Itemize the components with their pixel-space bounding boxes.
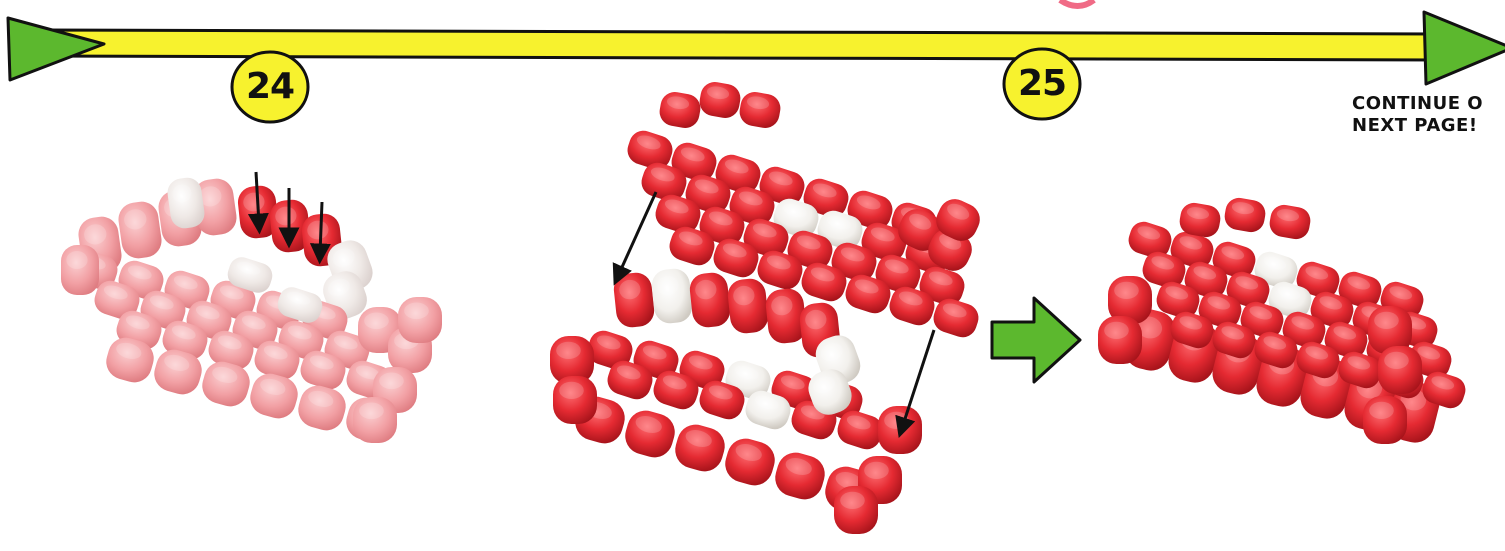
foam-piece bbox=[1363, 396, 1407, 444]
foam-piece bbox=[878, 406, 922, 454]
decorative-fragment bbox=[1060, 0, 1094, 6]
foam-piece bbox=[116, 199, 163, 260]
foam-piece bbox=[294, 381, 350, 434]
continue-note: CONTINUE O NEXT PAGE! bbox=[1352, 93, 1483, 137]
continue-note-line-2: NEXT PAGE! bbox=[1352, 115, 1483, 137]
foam-piece bbox=[353, 397, 397, 443]
foam-piece bbox=[697, 80, 742, 120]
foam-piece bbox=[398, 297, 442, 343]
timeline-start-arrow-icon bbox=[8, 18, 104, 80]
timeline bbox=[8, 0, 1505, 84]
placement-arrow-left bbox=[618, 192, 656, 276]
foam-piece bbox=[61, 245, 99, 295]
foam-piece bbox=[1268, 203, 1313, 241]
foam-piece bbox=[721, 434, 779, 490]
step-25-result-model bbox=[1098, 196, 1469, 447]
foam-piece bbox=[650, 267, 693, 325]
timeline-end-arrow-icon bbox=[1424, 12, 1505, 84]
foam-piece bbox=[553, 376, 597, 424]
foam-piece bbox=[657, 90, 702, 130]
next-step-arrow-icon bbox=[992, 298, 1080, 382]
foam-piece bbox=[726, 277, 769, 335]
foam-piece bbox=[1098, 316, 1142, 364]
foam-piece bbox=[834, 486, 878, 534]
foam-piece bbox=[1223, 196, 1268, 234]
drop-arrow-3 bbox=[320, 202, 322, 254]
foam-piece bbox=[671, 420, 729, 476]
foam-piece bbox=[612, 271, 655, 329]
step-24-model bbox=[61, 176, 442, 447]
foam-piece bbox=[771, 448, 829, 504]
step-25-number: 25 bbox=[1007, 49, 1077, 119]
foam-piece bbox=[1378, 346, 1422, 394]
foam-piece bbox=[737, 90, 782, 130]
foam-piece bbox=[246, 369, 302, 422]
foam-piece bbox=[621, 406, 679, 462]
foam-piece bbox=[688, 271, 731, 329]
step-24-number: 24 bbox=[235, 52, 305, 122]
continue-note-line-1: CONTINUE O bbox=[1352, 93, 1483, 115]
